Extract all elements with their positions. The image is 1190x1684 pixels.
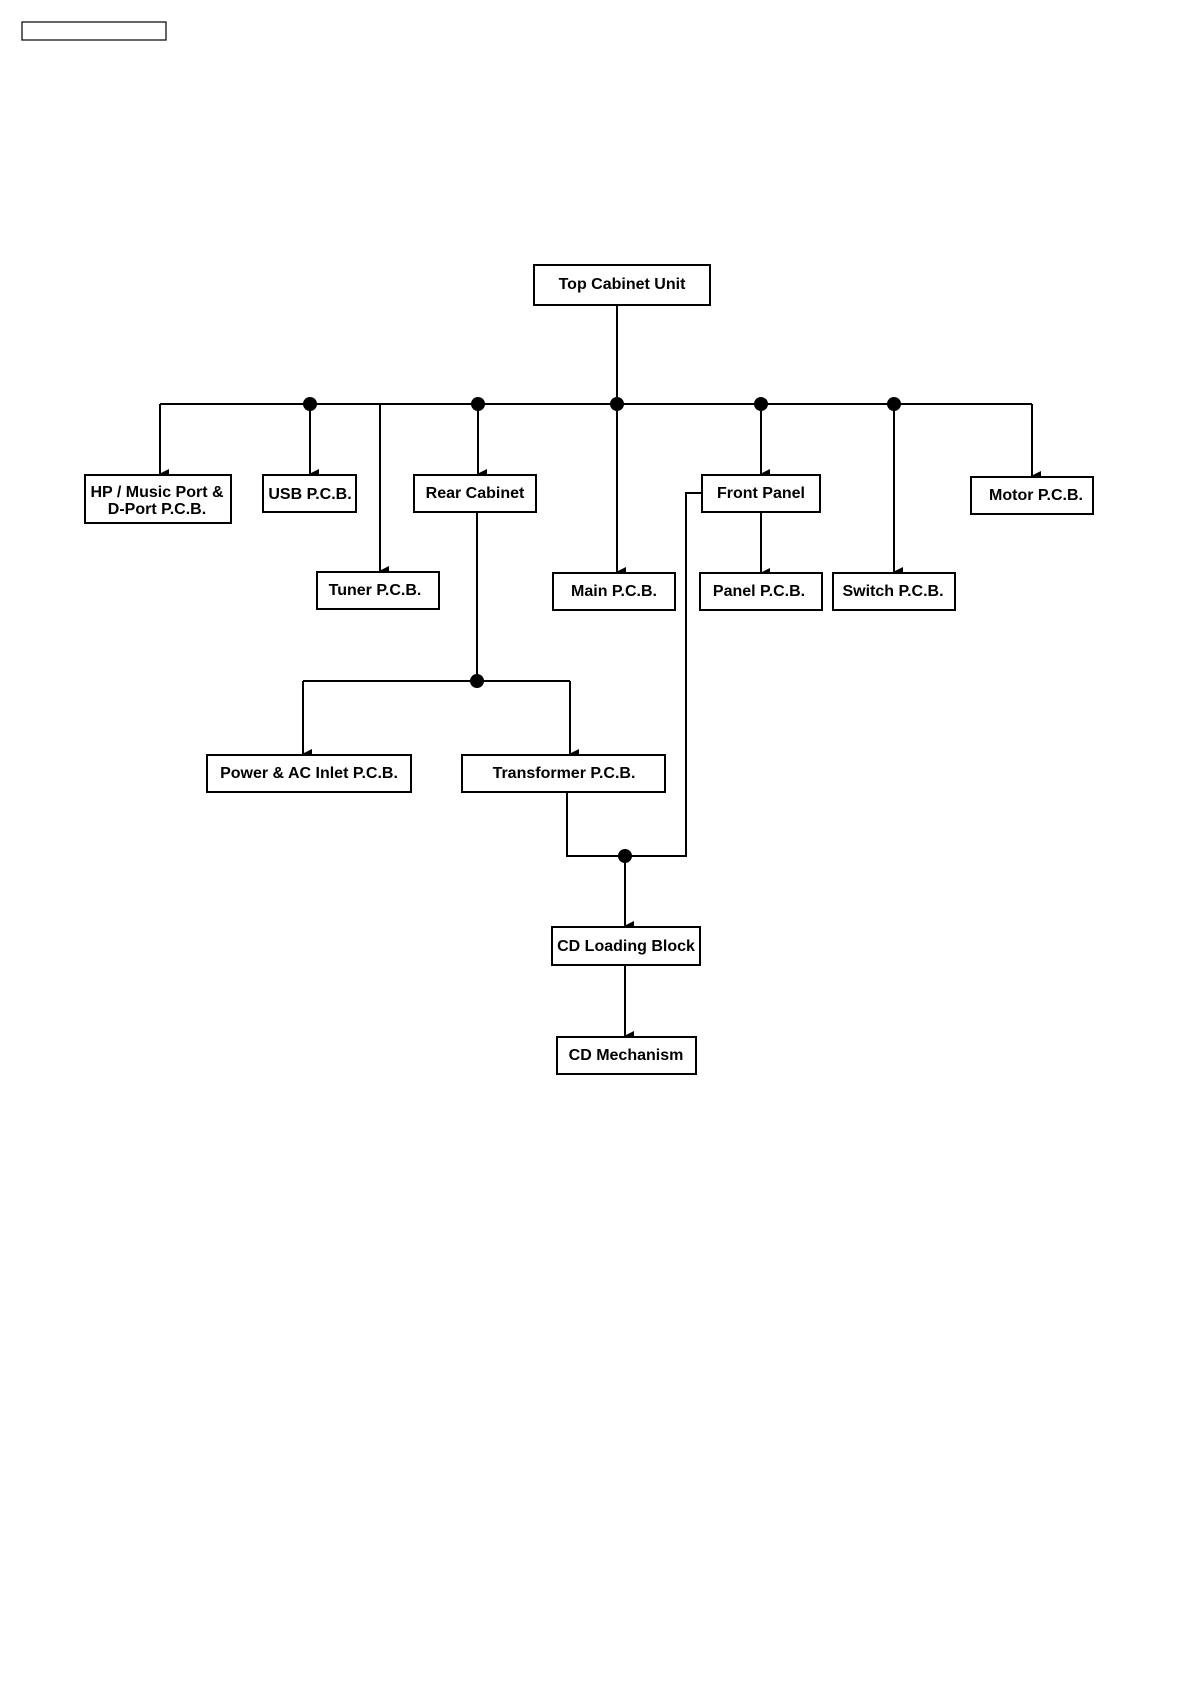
node-front-panel: Front Panel	[702, 475, 820, 512]
node-power-ac-inlet-pcb: Power & AC Inlet P.C.B.	[207, 755, 411, 792]
node-label: Panel P.C.B.	[713, 583, 805, 600]
node-label: HP / Music Port &	[90, 484, 224, 501]
node-switch-pcb: Switch P.C.B.	[833, 573, 955, 610]
node-label: Main P.C.B.	[571, 583, 657, 600]
node-hp-music-port-pcb: HP / Music Port & D-Port P.C.B.	[85, 475, 231, 523]
node-label: CD Mechanism	[569, 1047, 684, 1064]
node-label: CD Loading Block	[557, 938, 695, 955]
node-label: Rear Cabinet	[426, 485, 525, 502]
node-usb-pcb: USB P.C.B.	[263, 475, 356, 512]
node-label: Motor P.C.B.	[989, 487, 1083, 504]
node-top-cabinet-unit: Top Cabinet Unit	[534, 265, 710, 305]
node-label: Switch P.C.B.	[842, 583, 943, 600]
node-label: USB P.C.B.	[268, 486, 351, 503]
node-label: Top Cabinet Unit	[559, 276, 686, 293]
node-tuner-pcb: Tuner P.C.B.	[317, 572, 439, 609]
header-box	[22, 22, 166, 40]
node-rear-cabinet: Rear Cabinet	[414, 475, 536, 512]
node-label: Transformer P.C.B.	[493, 765, 636, 782]
node-label: D-Port P.C.B.	[108, 501, 206, 518]
node-label: Tuner P.C.B.	[329, 582, 422, 599]
node-cd-loading-block: CD Loading Block	[552, 927, 700, 965]
node-motor-pcb: Motor P.C.B.	[971, 477, 1093, 514]
node-label: Front Panel	[717, 485, 805, 502]
node-main-pcb: Main P.C.B.	[553, 573, 675, 610]
node-label: Power & AC Inlet P.C.B.	[220, 765, 398, 782]
node-cd-mechanism: CD Mechanism	[557, 1037, 696, 1074]
junction-dots	[303, 397, 901, 863]
node-panel-pcb: Panel P.C.B.	[700, 573, 822, 610]
node-transformer-pcb: Transformer P.C.B.	[462, 755, 665, 792]
